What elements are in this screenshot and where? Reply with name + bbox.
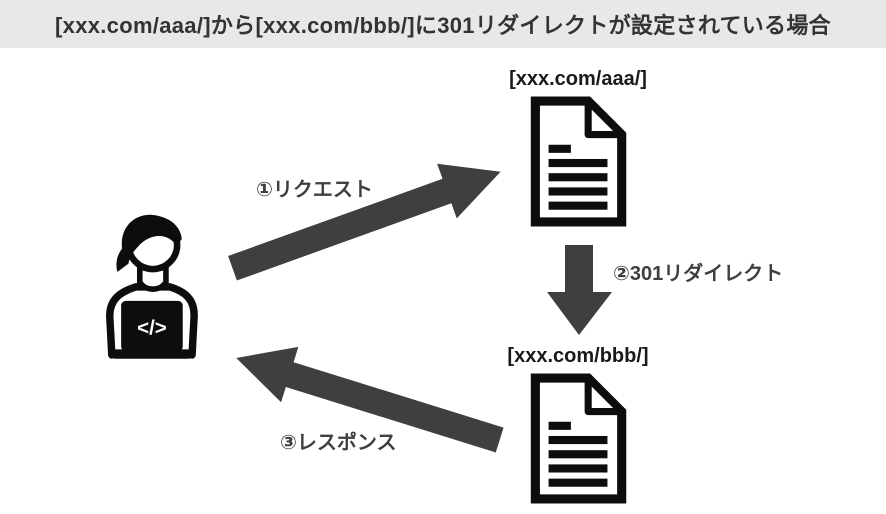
page-title: [xxx.com/aaa/]から[xxx.com/bbb/]に301リダイレクト… — [55, 13, 831, 38]
title-bar: [xxx.com/aaa/]から[xxx.com/bbb/]に301リダイレクト… — [0, 0, 886, 48]
arrow-label-redirect: ②301リダイレクト — [613, 263, 784, 285]
arrow-redirect — [547, 245, 612, 335]
hair-shape — [116, 214, 182, 272]
document-icon-aaa — [530, 96, 627, 227]
document-icon-bbb — [530, 373, 627, 504]
diagram-canvas: </> [xxx.com/aaa/] ①リクエスト ②301リダイレクト [xx… — [0, 48, 886, 514]
node-label-aaa: [xxx.com/aaa/] — [509, 68, 647, 90]
arrow-label-response: ③レスポンス — [280, 432, 397, 454]
arrow-response — [227, 329, 508, 468]
node-label-bbb: [xxx.com/bbb/] — [507, 345, 649, 367]
arrow-request — [222, 144, 510, 297]
code-glyph: </> — [137, 316, 167, 339]
arrow-label-request: ①リクエスト — [256, 179, 373, 201]
user-laptop-icon: </> — [106, 214, 198, 359]
